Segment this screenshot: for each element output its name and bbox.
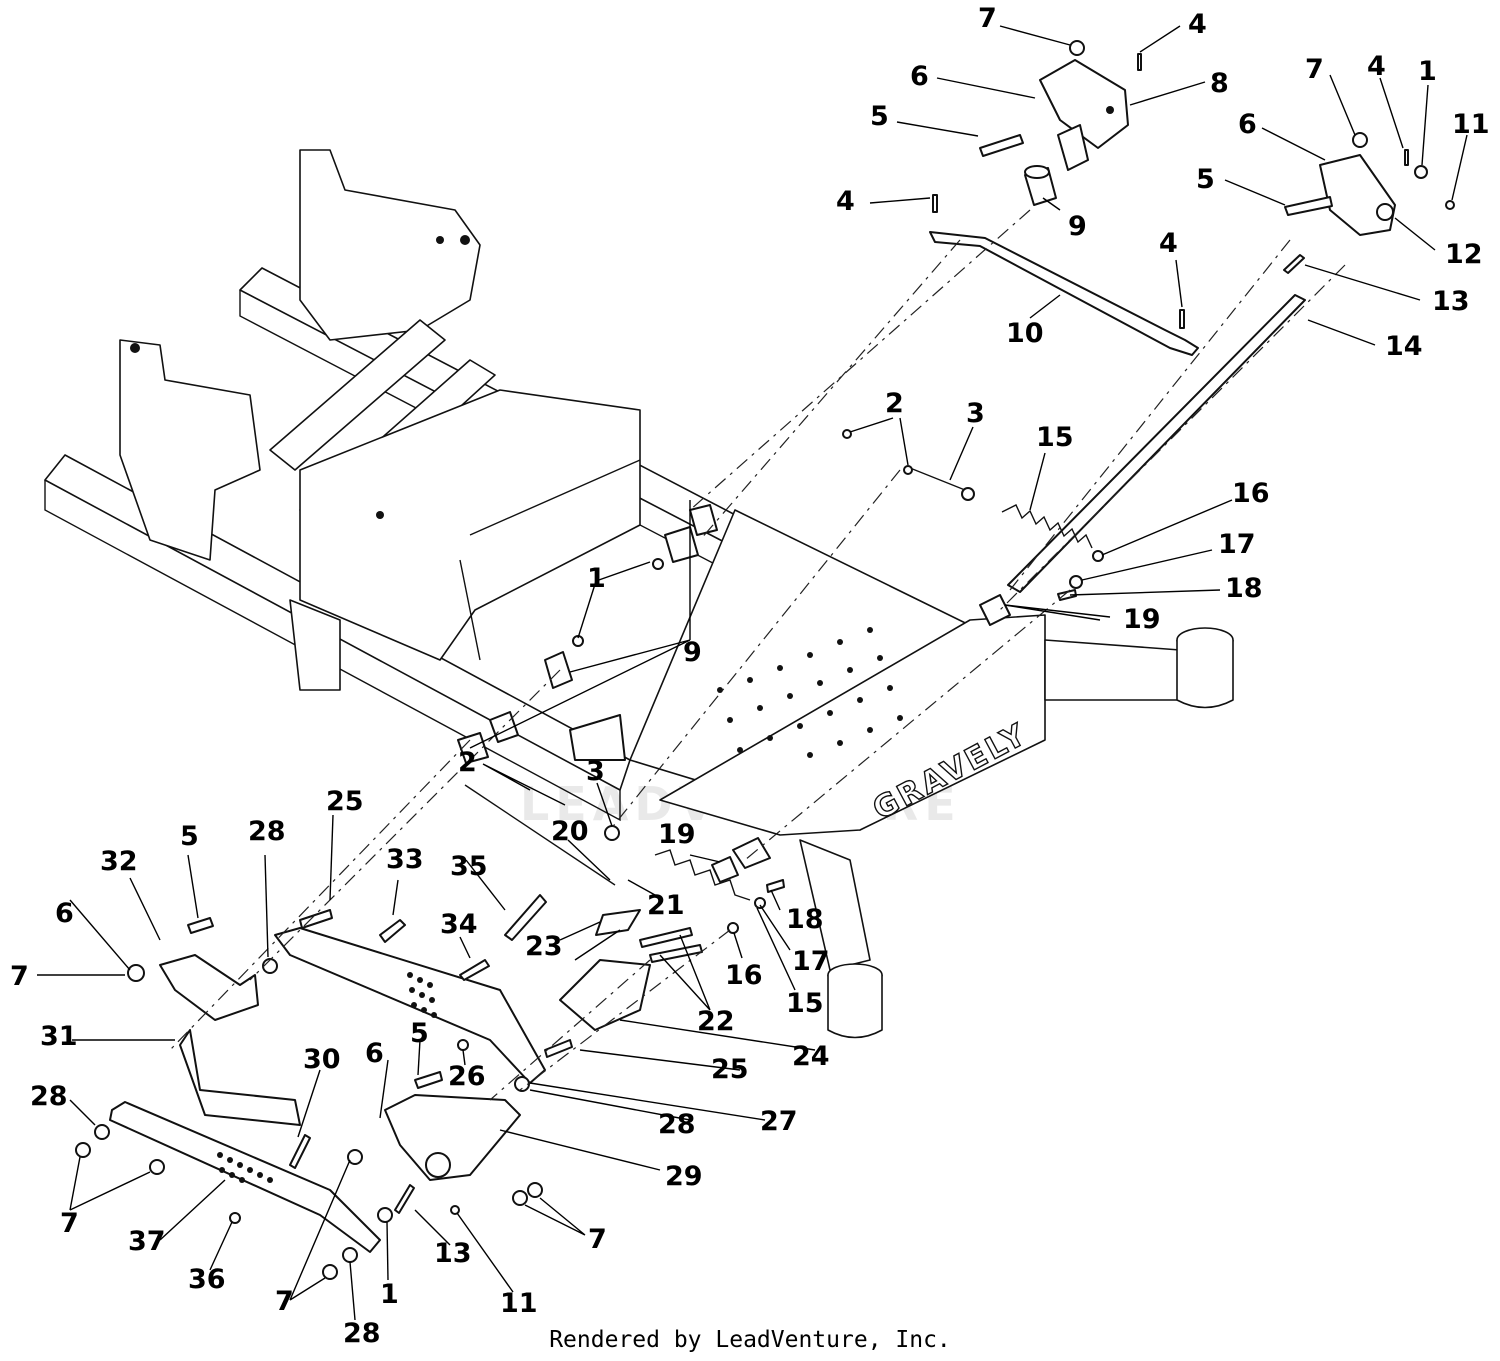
callout-17: 17 — [792, 946, 830, 977]
callout-22: 22 — [697, 1006, 735, 1037]
callout-25: 25 — [326, 786, 364, 817]
callout-35: 35 — [450, 851, 488, 882]
alignment-lines — [169, 209, 1346, 1101]
callout-7: 7 — [978, 3, 997, 34]
callout-28: 28 — [30, 1081, 68, 1112]
callout-20: 20 — [551, 816, 589, 847]
callout-5: 5 — [870, 101, 889, 132]
callout-21: 21 — [647, 890, 685, 921]
callout-6: 6 — [55, 898, 74, 929]
callout-4: 4 — [1159, 228, 1178, 259]
callout-10: 10 — [1006, 318, 1044, 349]
callout-16: 16 — [725, 960, 763, 991]
callout-5: 5 — [410, 1018, 429, 1049]
callout-1: 1 — [380, 1279, 399, 1310]
callout-29: 29 — [665, 1161, 703, 1192]
callout-5: 5 — [180, 821, 199, 852]
callout-15: 15 — [1036, 422, 1074, 453]
callout-7: 7 — [1305, 54, 1324, 85]
callout-2: 2 — [885, 388, 904, 419]
callout-18: 18 — [786, 904, 824, 935]
callout-19: 19 — [1123, 604, 1161, 635]
callout-24: 24 — [792, 1041, 830, 1072]
callout-13: 13 — [434, 1238, 472, 1269]
callout-33: 33 — [386, 844, 424, 875]
callout-12: 12 — [1445, 239, 1483, 270]
callout-4: 4 — [836, 186, 855, 217]
callout-7: 7 — [60, 1208, 79, 1239]
callout-8: 8 — [1210, 68, 1229, 99]
callouts: 7 4 6 8 5 4 9 4 10 7 4 1 6 11 5 12 13 14… — [10, 3, 1490, 1349]
callout-11: 11 — [1452, 109, 1490, 140]
callout-16: 16 — [1232, 478, 1270, 509]
callout-28: 28 — [658, 1109, 696, 1140]
callout-31: 31 — [40, 1021, 78, 1052]
callout-36: 36 — [188, 1264, 226, 1295]
callout-19: 19 — [658, 819, 696, 850]
callout-28: 28 — [343, 1318, 381, 1349]
callout-4: 4 — [1367, 51, 1386, 82]
chassis-frame — [44, 149, 746, 822]
upper-linkage — [929, 40, 1455, 593]
callout-30: 30 — [303, 1044, 341, 1075]
callout-25: 25 — [711, 1054, 749, 1085]
callout-18: 18 — [1225, 573, 1263, 604]
callout-17: 17 — [1218, 529, 1256, 560]
callout-6: 6 — [1238, 109, 1257, 140]
callout-9: 9 — [683, 637, 702, 668]
callout-7: 7 — [275, 1286, 294, 1317]
footplate-frame: GRAVELY — [629, 509, 1234, 1039]
callout-13: 13 — [1432, 286, 1470, 317]
callout-26: 26 — [448, 1061, 486, 1092]
callout-11: 11 — [500, 1288, 538, 1319]
deck-holes — [717, 627, 903, 758]
callout-3: 3 — [586, 756, 605, 787]
callout-4: 4 — [1188, 9, 1207, 40]
callout-7: 7 — [588, 1224, 607, 1255]
callout-15: 15 — [786, 988, 824, 1019]
callout-1: 1 — [1418, 56, 1437, 87]
footer-credit: Rendered by LeadVenture, Inc. — [549, 1327, 951, 1353]
leader-lines — [37, 25, 1468, 1321]
callout-32: 32 — [100, 846, 138, 877]
callout-9: 9 — [1068, 211, 1087, 242]
callout-2: 2 — [458, 747, 477, 778]
callout-6: 6 — [910, 61, 929, 92]
callout-37: 37 — [128, 1226, 166, 1257]
callout-5: 5 — [1196, 164, 1215, 195]
callout-6: 6 — [365, 1038, 384, 1069]
callout-14: 14 — [1385, 331, 1423, 362]
callout-1: 1 — [587, 563, 606, 594]
callout-27: 27 — [760, 1106, 798, 1137]
callout-3: 3 — [966, 398, 985, 429]
callout-34: 34 — [440, 909, 478, 940]
callout-28: 28 — [248, 816, 286, 847]
callout-23: 23 — [525, 931, 563, 962]
callout-7: 7 — [10, 961, 29, 992]
pedal-assembly — [75, 909, 573, 1280]
